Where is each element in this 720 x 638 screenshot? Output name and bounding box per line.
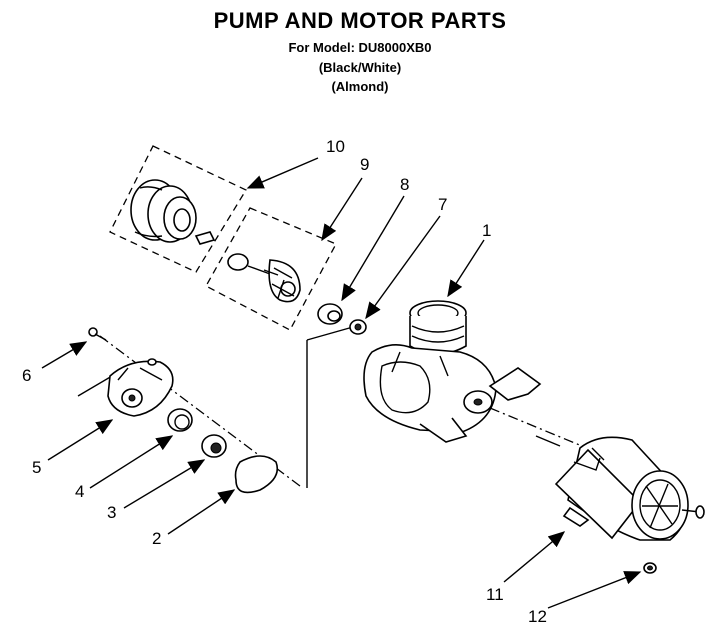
callout-7: 7: [438, 195, 447, 214]
part-7-washer: [349, 319, 367, 335]
color-variant-1: (Black/White): [318, 60, 402, 75]
callout-3: 3: [107, 503, 116, 522]
part-4-ring: [167, 408, 193, 432]
leader-4: [89, 435, 174, 489]
leader-3: [123, 459, 206, 509]
part-5-pump-cover: [77, 358, 174, 417]
leader-8: [341, 195, 405, 302]
leader-12: [547, 571, 642, 609]
group-box-10: [109, 145, 247, 273]
leader-5: [47, 419, 114, 461]
leader-7: [365, 215, 441, 320]
leader-2: [167, 489, 236, 535]
callout-2: 2: [152, 529, 161, 548]
leader-11: [503, 531, 566, 583]
part-8-nut: [317, 303, 343, 325]
model-number: For Model: DU8000XB0: [288, 40, 432, 55]
callout-12: 12: [528, 607, 547, 626]
callout-4: 4: [75, 482, 84, 501]
part-6-screw: [88, 327, 107, 341]
callout-6: 6: [22, 366, 31, 385]
part-11-motor: [535, 435, 705, 541]
part-12-screw: [643, 562, 657, 574]
callout-1: 1: [482, 221, 491, 240]
leader-6: [41, 341, 88, 369]
part-9-impeller: [227, 253, 301, 303]
callout-9: 9: [360, 155, 369, 174]
leader-1: [447, 239, 485, 298]
leader-10: [246, 157, 319, 189]
callout-10: 10: [326, 137, 345, 156]
part-10-seal: [130, 179, 216, 245]
callout-5: 5: [32, 458, 41, 477]
part-2-gasket: [234, 455, 279, 494]
part-3-valve: [201, 434, 227, 458]
callout-11: 11: [486, 585, 504, 604]
group-box-9: [205, 207, 337, 331]
color-variant-2: (Almond): [331, 79, 389, 94]
callout-8: 8: [400, 175, 409, 194]
page-title: PUMP AND MOTOR PARTS: [213, 8, 507, 33]
part-1-pump-housing: [363, 300, 542, 443]
leader-9: [321, 177, 363, 242]
